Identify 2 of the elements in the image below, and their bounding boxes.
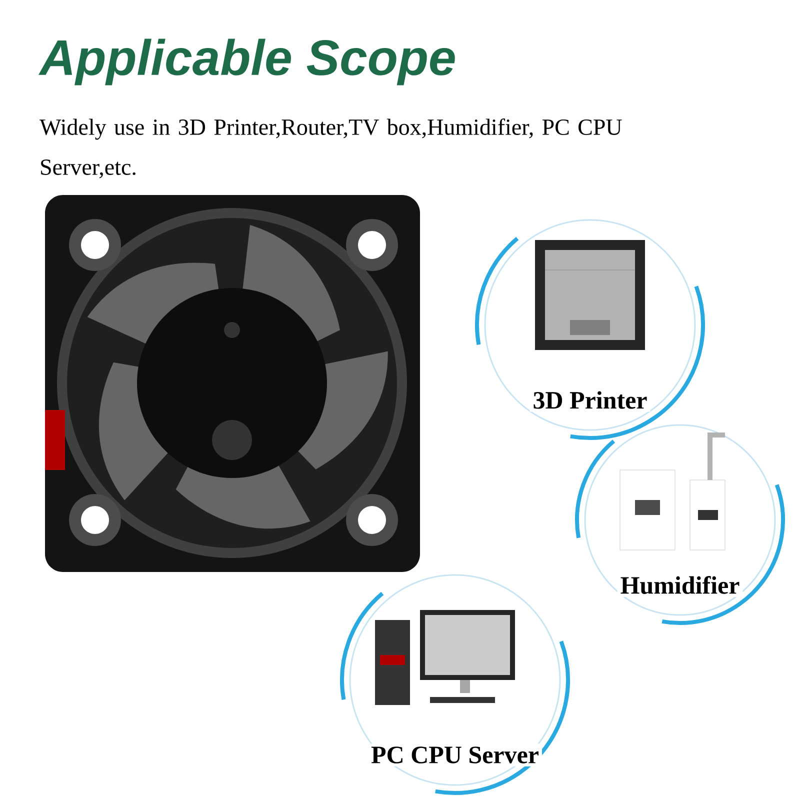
description: Widely use in 3D Printer,Router,TV box,Humidifier, PC CPU Server,etc.: [40, 118, 622, 178]
title: Applicable Scope: [38, 38, 455, 86]
